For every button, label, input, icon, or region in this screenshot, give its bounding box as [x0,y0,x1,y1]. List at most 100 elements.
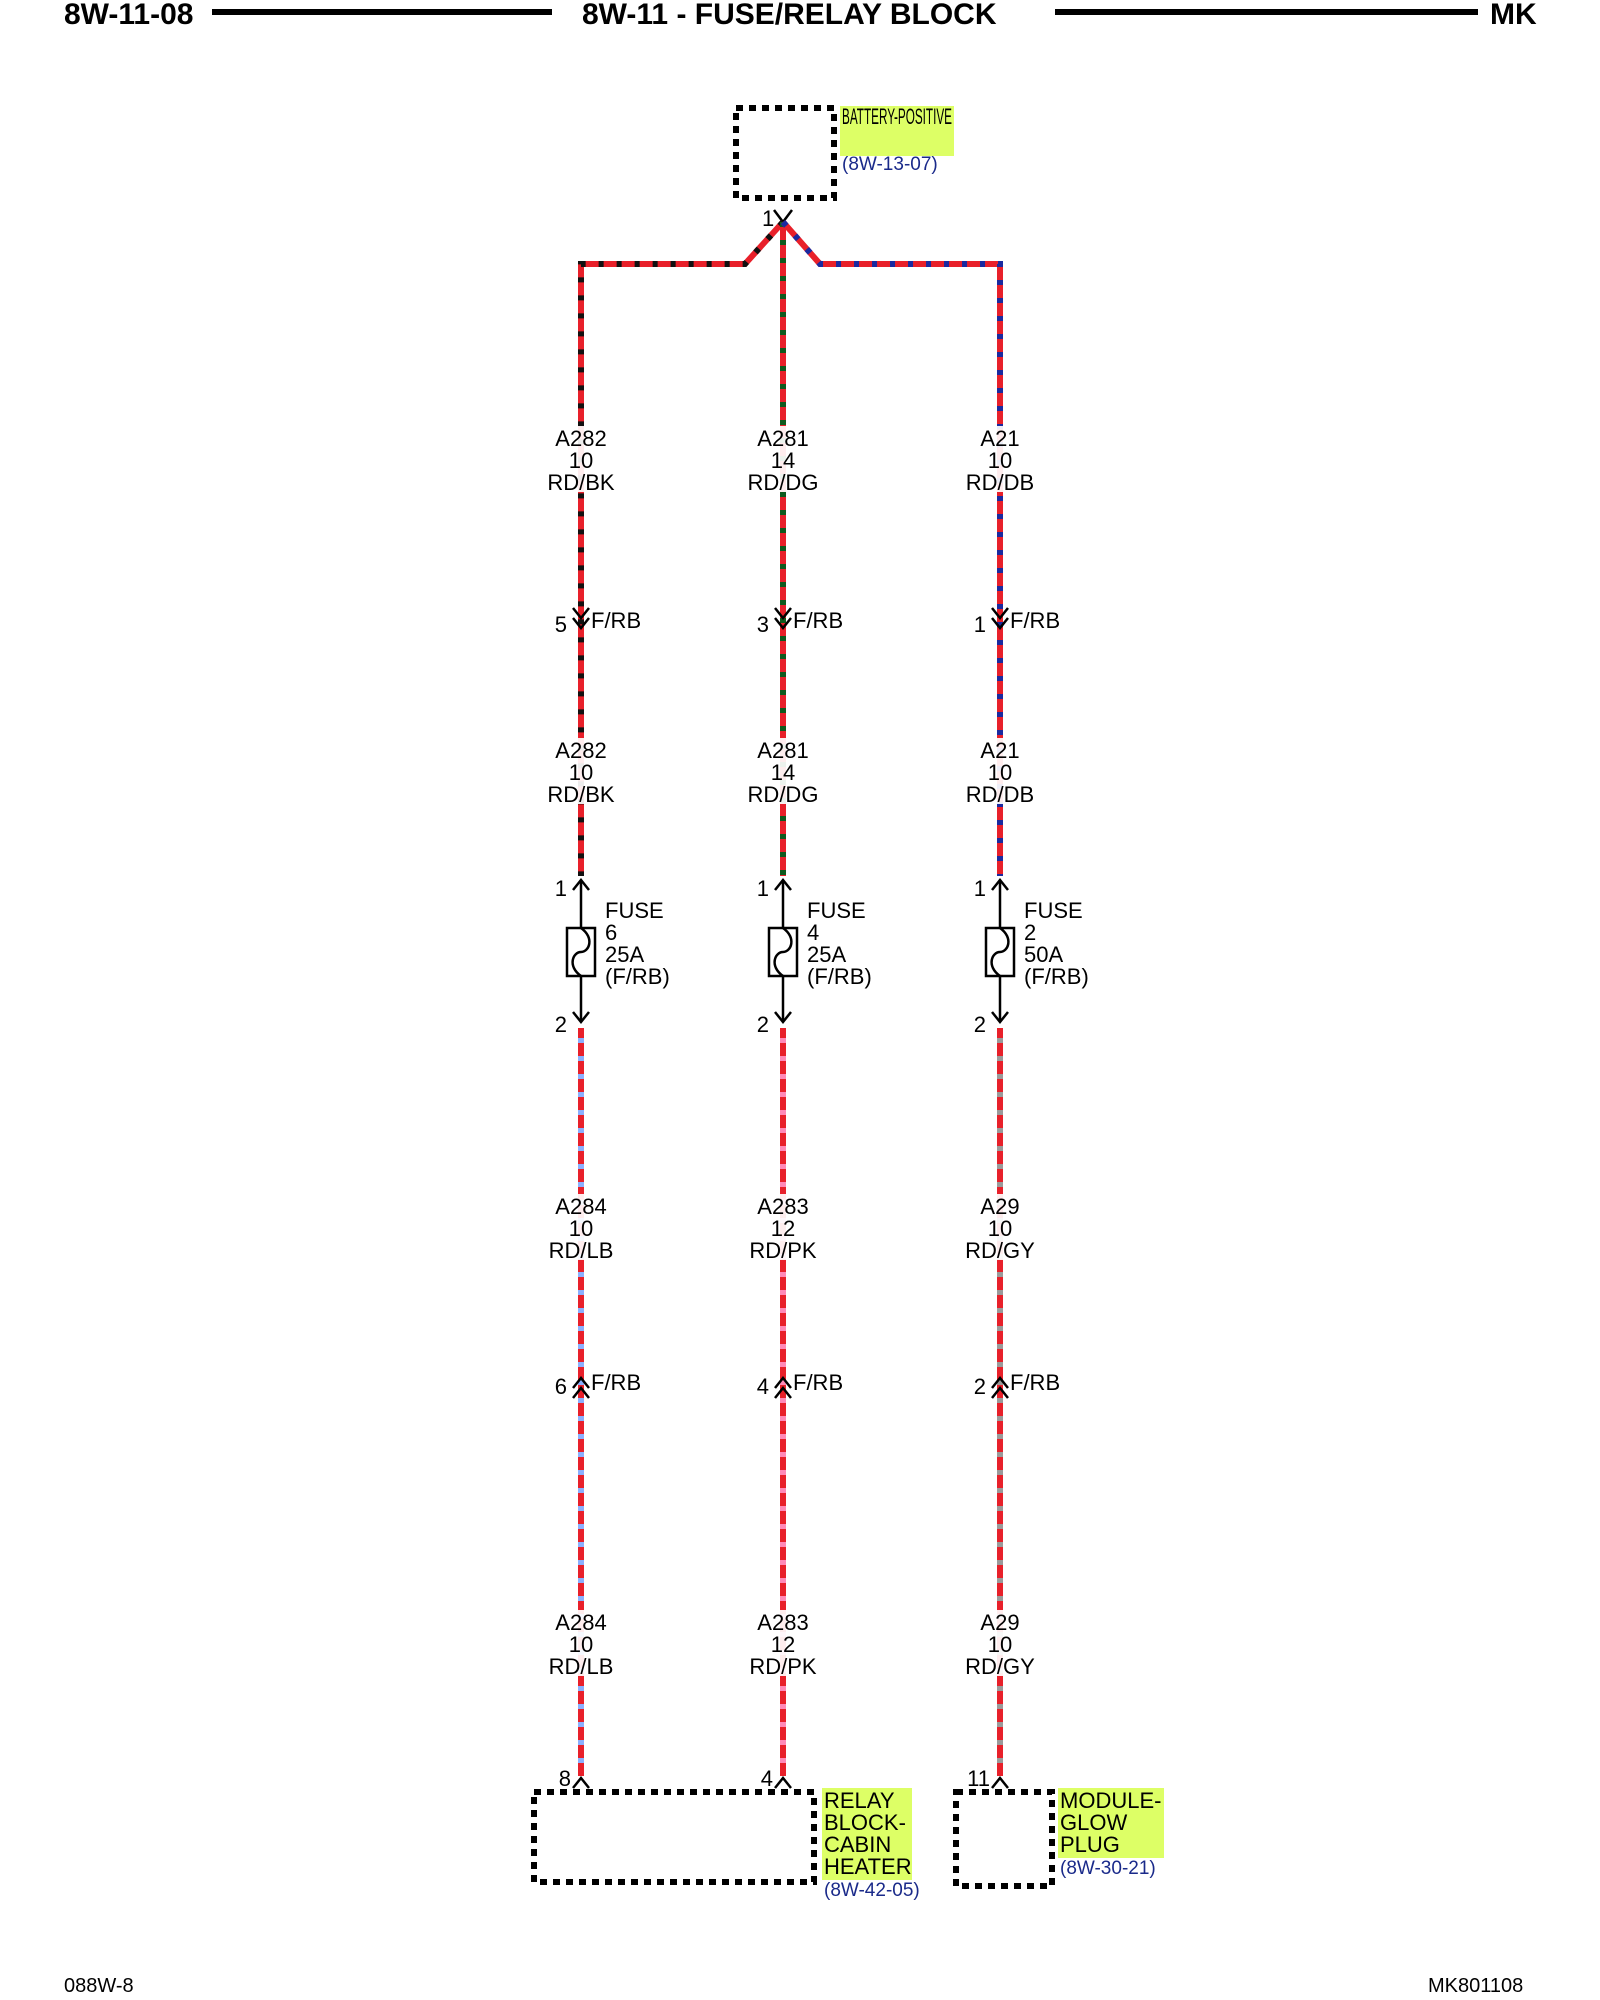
battery-positive-box[interactable] [733,105,837,201]
branch-2-in-connector: 3 F/RB [757,607,843,637]
branch-2-fuse-location: (F/RB) [807,964,872,989]
branch-1-in-connector-label: F/RB [591,608,641,633]
relay-block-label-bg [822,1788,912,1880]
branch-1-fuse-arrow-out [572,1011,590,1025]
branch-2-fuse-element [773,926,793,978]
branch-2-out-connector-label: F/RB [793,1370,843,1395]
branch-3-fuse-arrow-out [991,1011,1009,1025]
branch-2-bottom-wire-upper-color: RD/PK [749,1238,817,1263]
branch-1-fuse-pin-in: 1 [555,876,567,901]
branch-1-dest-arrow [572,1775,590,1789]
branch-1-in-connector-pin: 5 [555,612,567,637]
branch-3-fuse-label: FUSE [1024,898,1083,923]
branch-1-bottom-wire-upper-color: RD/LB [549,1238,614,1263]
branch-3-top-wire-lower-circuit: A21 [980,738,1019,763]
branch-1-fuse-element [571,926,591,978]
branch-1-dest-pin: 8 [559,1766,571,1791]
branch-2-top-wire-upper-label-bg [747,426,819,492]
branch-3-in-connector-arrow [991,607,1009,631]
branch-1-bottom-wire-lower-color: RD/LB [549,1654,614,1679]
branch-2-fuse-rating: 25A [807,942,846,967]
branch-1-top-wire-upper-gauge: 10 [569,448,593,473]
branch-2-dest: 4 [761,1766,792,1791]
branch-2-fuse-pin-in: 1 [757,876,769,901]
branch-1-in-connector: 5 F/RB [555,607,641,637]
branch-2-fuse-arrow-out [774,1011,792,1025]
branch-3-dest-pin: 11 [967,1766,990,1791]
relay-block-label: RELAY BLOCK- CABIN HEATER [824,1788,912,1879]
branch-2-bottom-wire-upper-gauge: 12 [771,1216,795,1241]
relay-block-label-line4: HEATER [824,1854,912,1879]
module-glow-plug-label-line1: MODULE- [1060,1788,1161,1813]
battery-positive-label-bg [840,106,954,156]
branch-1-top-wire-upper-label-bg [545,426,617,492]
module-glow-plug-label-bg [1058,1788,1164,1858]
module-glow-plug-box[interactable] [953,1789,1055,1889]
relay-block-box[interactable] [531,1789,817,1885]
branch-1-bottom-wire-upper-label-bg [545,1194,617,1260]
relay-block-label-line1: RELAY [824,1788,895,1813]
module-glow-plug-ref: (8W-30-21) [1060,1858,1156,1879]
branch-2-out-connector-arrow [774,1375,792,1399]
branch-3-top-wire-tracer [780,220,1003,884]
footer-part-code: MK801108 [1428,1975,1523,1997]
branch-3-top-wire-lower-label-bg [964,738,1036,804]
branch-3-fuse-pin-out: 2 [974,1012,986,1037]
branch-1-top-wire-upper-circuit: A282 [555,426,606,451]
branch-3-fuse-pin-in: 1 [974,876,986,901]
branch-1-bottom-wire-upper-circuit: A284 [555,1194,606,1219]
relay-block-component[interactable]: RELAY BLOCK- CABIN HEATER (8W-42-05) [531,1788,920,1901]
battery-positive-component[interactable]: BATTERY-POSITIVE (8W-13-07) 1 [733,104,954,231]
branch-3-top-wire-upper-circuit: A21 [980,426,1019,451]
branch-2-fuse-pin-out: 2 [757,1012,769,1037]
branches-layer: A28210RD/BKA28210RD/BKA28410RD/LBA28410R… [545,426,1089,1791]
branch-2-dest-pin: 4 [761,1766,773,1791]
branch-2-in-connector-pin: 3 [757,612,769,637]
relay-block-ref: (8W-42-05) [824,1880,920,1901]
branch-2-bottom-wire-upper-label-bg [747,1194,819,1260]
branch-3-dest: 11 [967,1766,1009,1791]
branch-1-top-wire-lower-color: RD/BK [547,782,615,807]
branch-2-bottom-wire-lower-label-bg [747,1610,819,1676]
branch-3-fuse-number: 2 [1024,920,1036,945]
branch-1-bottom-wire-lower-label-bg [545,1610,617,1676]
branch-1-bottom-wire-lower-gauge: 10 [569,1632,593,1657]
branch-1-fuse-rating: 25A [605,942,644,967]
footer-doc-code: 088W-8 [64,1975,134,1997]
branch-3-top-wire-upper-label-bg [964,426,1036,492]
branch-1-top-wire-base [578,219,786,884]
branch-2-dest-arrow [774,1775,792,1789]
branch-2-top-wire-lower-label-bg [747,738,819,804]
battery-positive-pin: 1 [762,206,774,231]
branch-3-out-connector-pin: 2 [974,1374,986,1399]
module-glow-plug-component[interactable]: MODULE- GLOW PLUG (8W-30-21) [953,1788,1168,1889]
branch-2-in-connector-label: F/RB [793,608,843,633]
branch-2-bottom-wire-upper-circuit: A283 [757,1194,808,1219]
branch-3-out-connector-arrow [991,1375,1009,1399]
branch-3-bottom-wire-upper-circuit: A29 [980,1194,1019,1219]
branch-2-fuse-number: 4 [807,920,819,945]
relay-block-label-line2: BLOCK- [824,1810,906,1835]
branch-2-in-connector-arrow [774,607,792,631]
header-page-code: 8W-11-08 [64,0,193,31]
battery-positive-pin-arrow [773,209,793,225]
page-footer: 088W-8 MK801108 [64,1975,1523,1997]
branch-3-bottom-wire-lower-circuit: A29 [980,1610,1019,1635]
branch-2-top-wire-lower-circuit: A281 [757,738,808,763]
branch-3-in-connector-label: F/RB [1010,608,1060,633]
branch-1-fuse-location: (F/RB) [605,964,670,989]
branch-3-in-connector-pin: 1 [974,612,986,637]
branch-1-dest: 8 [559,1766,590,1791]
branch-3-fuse-rating: 50A [1024,942,1063,967]
branch-1-top-wire-upper-color: RD/BK [547,470,615,495]
branch-1-top-wire-lower-label-bg [545,738,617,804]
